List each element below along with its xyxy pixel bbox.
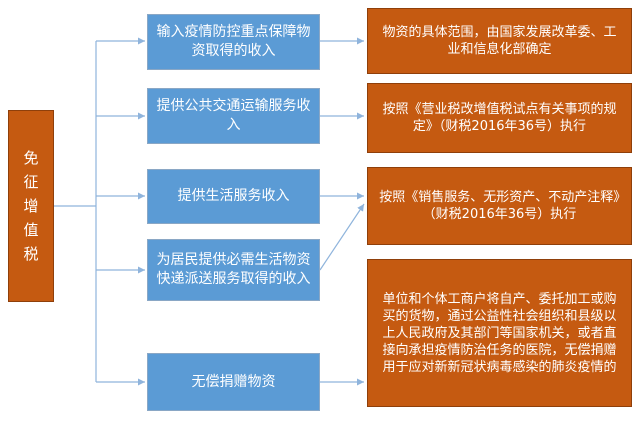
note-box-services-rule: 按照《销售服务、无形资产、不动产注释》（财税2016年36号）执行 xyxy=(367,167,632,245)
note-arrow-4 xyxy=(319,203,365,271)
note-box-supply-scope: 物资的具体范围，由国家发展改革委、工业和信息化部确定 xyxy=(367,8,632,74)
category-box-import-supplies: 输入疫情防控重点保障物资取得的收入 xyxy=(147,14,320,70)
category-box-donation: 无偿捐赠物资 xyxy=(147,353,320,411)
root-label: 免征增值税 xyxy=(23,149,39,263)
note-box-donation-rule: 单位和个体工商户将自产、委托加工或购买的货物，通过公益性社会组织和县级以上人民政… xyxy=(367,259,632,407)
category-label: 输入疫情防控重点保障物资取得的收入 xyxy=(156,24,311,59)
category-label: 提供公共交通运输服务收入 xyxy=(156,98,311,133)
note-label: 按照《营业税改增值税试点有关事项的规定》（财税2016年36号）执行 xyxy=(382,102,617,134)
note-label: 单位和个体工商户将自产、委托加工或购买的货物，通过公益性社会组织和县级以上人民政… xyxy=(382,291,617,375)
note-label: 物资的具体范围，由国家发展改革委、工业和信息化部确定 xyxy=(382,25,617,57)
category-box-public-transport: 提供公共交通运输服务收入 xyxy=(147,88,320,144)
category-label: 无偿捐赠物资 xyxy=(191,373,276,390)
category-box-living-services: 提供生活服务收入 xyxy=(147,169,320,224)
root-box: 免征增值税 xyxy=(8,110,54,302)
note-box-transport-rule: 按照《营业税改增值税试点有关事项的规定》（财税2016年36号）执行 xyxy=(367,83,632,153)
note-label: 按照《销售服务、无形资产、不动产注释》（财税2016年36号）执行 xyxy=(379,190,620,222)
category-label: 提供生活服务收入 xyxy=(177,188,290,204)
category-label: 为居民提供必需生活物资快递派送服务取得的收入 xyxy=(156,252,311,287)
category-box-express-delivery: 为居民提供必需生活物资快递派送服务取得的收入 xyxy=(147,239,320,301)
